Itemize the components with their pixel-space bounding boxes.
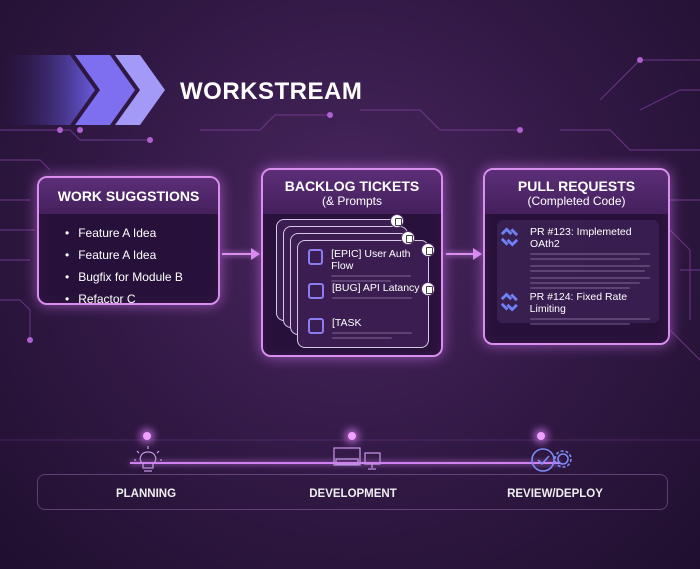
backlog-tickets-box: BACKLOG TICKETS (& Prompts [EPIC] User A…	[261, 168, 443, 357]
ticket-card[interactable]: [EPIC] User Auth Flow [BUG] API Latancy …	[297, 240, 429, 348]
ticket-label: [BUG] API Latancy	[332, 282, 420, 294]
suggestion-item[interactable]: Refactor C	[65, 292, 218, 303]
ticket-item[interactable]: [EPIC] User Auth Flow	[308, 248, 428, 282]
ticket-item[interactable]: [BUG] API Latancy	[308, 282, 420, 299]
ticket-label: [EPIC] User Auth Flow	[331, 248, 411, 272]
clip-icon	[390, 214, 404, 228]
computer-icon	[333, 447, 381, 470]
ticket-label: [TASK	[332, 317, 362, 329]
phase-development: DEVELOPMENT	[309, 488, 397, 500]
pull-requests-title: PULL REQUESTS	[517, 178, 636, 194]
epic-icon	[308, 249, 324, 265]
work-suggestions-title: WORK SUGGSTIONS	[39, 178, 218, 214]
work-suggestions-box: WORK SUGGSTIONS Feature A Idea Feature A…	[37, 176, 220, 305]
pull-requests-subtitle: (Completed Code)	[527, 194, 626, 208]
merge-icon	[500, 227, 519, 247]
phase-review-deploy: REVIEW/DEPLOY	[507, 488, 603, 500]
review-check-gear-icon	[531, 448, 572, 472]
backlog-subtitle: (& Prompts	[321, 194, 382, 208]
pull-request-item[interactable]: PR #124: Fixed Rate Limiting	[499, 291, 658, 325]
timeline-dot	[143, 432, 151, 440]
clip-icon	[401, 231, 415, 245]
flow-arrow	[222, 248, 260, 260]
timeline-dot	[348, 432, 356, 440]
suggestion-item[interactable]: Feature A Idea	[65, 248, 218, 262]
merge-icon	[500, 292, 518, 312]
timeline-dot	[537, 432, 545, 440]
chevron-arrows-icon	[0, 55, 165, 125]
phase-planning: PLANNING	[115, 488, 177, 500]
clip-icon	[421, 243, 435, 257]
pull-request-item[interactable]: PR #123: Implemeted OAth2	[499, 226, 658, 289]
pr-title: PR #123: Implemeted OAth2	[529, 226, 632, 250]
pr-title: PR #124: Fixed Rate Limiting	[529, 291, 628, 315]
task-icon	[308, 318, 324, 334]
clip-icon	[421, 282, 435, 296]
flow-arrow	[446, 248, 482, 260]
timeline-box	[37, 474, 668, 510]
timeline-line	[130, 462, 560, 464]
suggestion-item[interactable]: Bugfix for Module B	[65, 270, 218, 284]
ticket-item[interactable]: [TASK	[308, 317, 412, 339]
bug-icon	[308, 283, 324, 299]
suggestion-item[interactable]: Feature A Idea	[65, 226, 218, 240]
backlog-title: BACKLOG TICKETS	[284, 178, 420, 194]
lightbulb-icon	[134, 446, 162, 472]
page-title: WORKSTREAM	[180, 78, 363, 105]
pull-requests-box: PULL REQUESTS (Completed Code) PR #123: …	[483, 168, 670, 345]
